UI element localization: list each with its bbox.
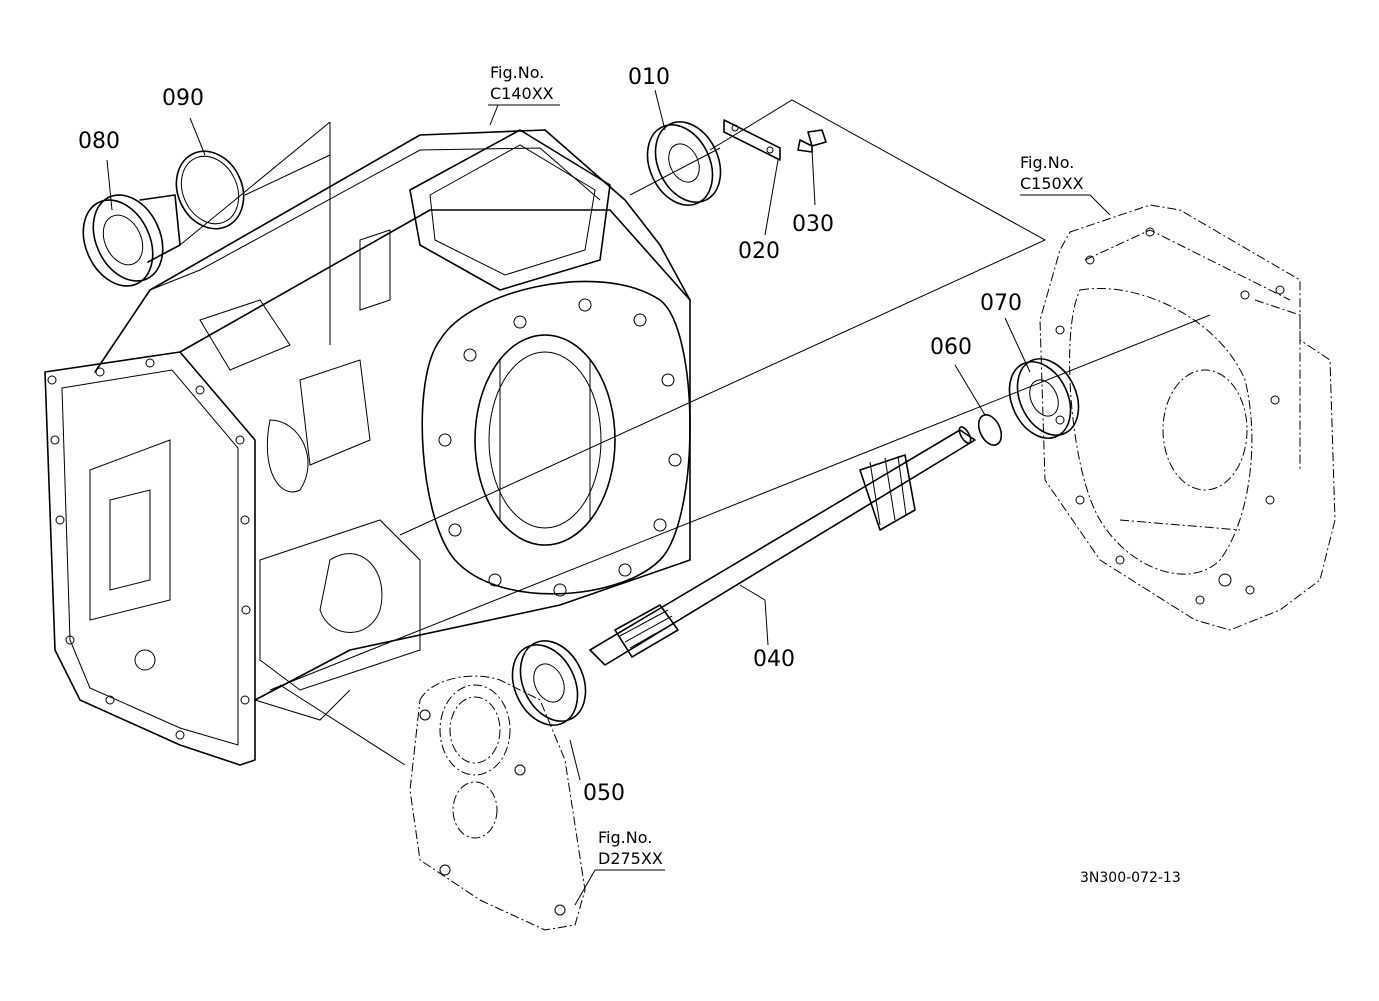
callout-020: 020	[738, 239, 780, 264]
figref-c150-number: C150XX	[1020, 174, 1084, 193]
callout-080: 080	[78, 129, 120, 154]
lock-plate-020	[723, 119, 781, 161]
callout-050: 050	[583, 781, 625, 806]
figref-d275-label: Fig.No.	[598, 828, 652, 847]
ball-bearing-010	[646, 121, 722, 206]
figref-c150-label: Fig.No.	[1020, 153, 1074, 172]
ball-bearing-070	[1008, 358, 1080, 439]
circlip-090	[175, 150, 245, 230]
shaft-040	[589, 426, 976, 666]
snap-ring-060	[977, 414, 1003, 446]
callout-060: 060	[930, 335, 972, 360]
oil-seal-080	[82, 194, 181, 287]
figref-d275-number: D275XX	[598, 849, 663, 868]
drawing-code: 3N300-072-13	[1080, 870, 1181, 886]
callout-010: 010	[628, 65, 670, 90]
callout-030: 030	[792, 212, 834, 237]
leader-lines	[106, 89, 1111, 906]
figref-c140-label: Fig.No.	[490, 63, 544, 82]
lower-bracket	[409, 675, 586, 931]
callout-040: 040	[753, 647, 795, 672]
assembly-lines	[179, 99, 1211, 766]
rear-housing	[1039, 204, 1336, 631]
bolt-030	[797, 129, 827, 153]
callout-090: 090	[162, 86, 204, 111]
transmission-case	[44, 129, 691, 766]
callout-070: 070	[980, 291, 1022, 316]
figref-c140-number: C140XX	[490, 84, 554, 103]
ball-bearing-050	[511, 640, 587, 726]
